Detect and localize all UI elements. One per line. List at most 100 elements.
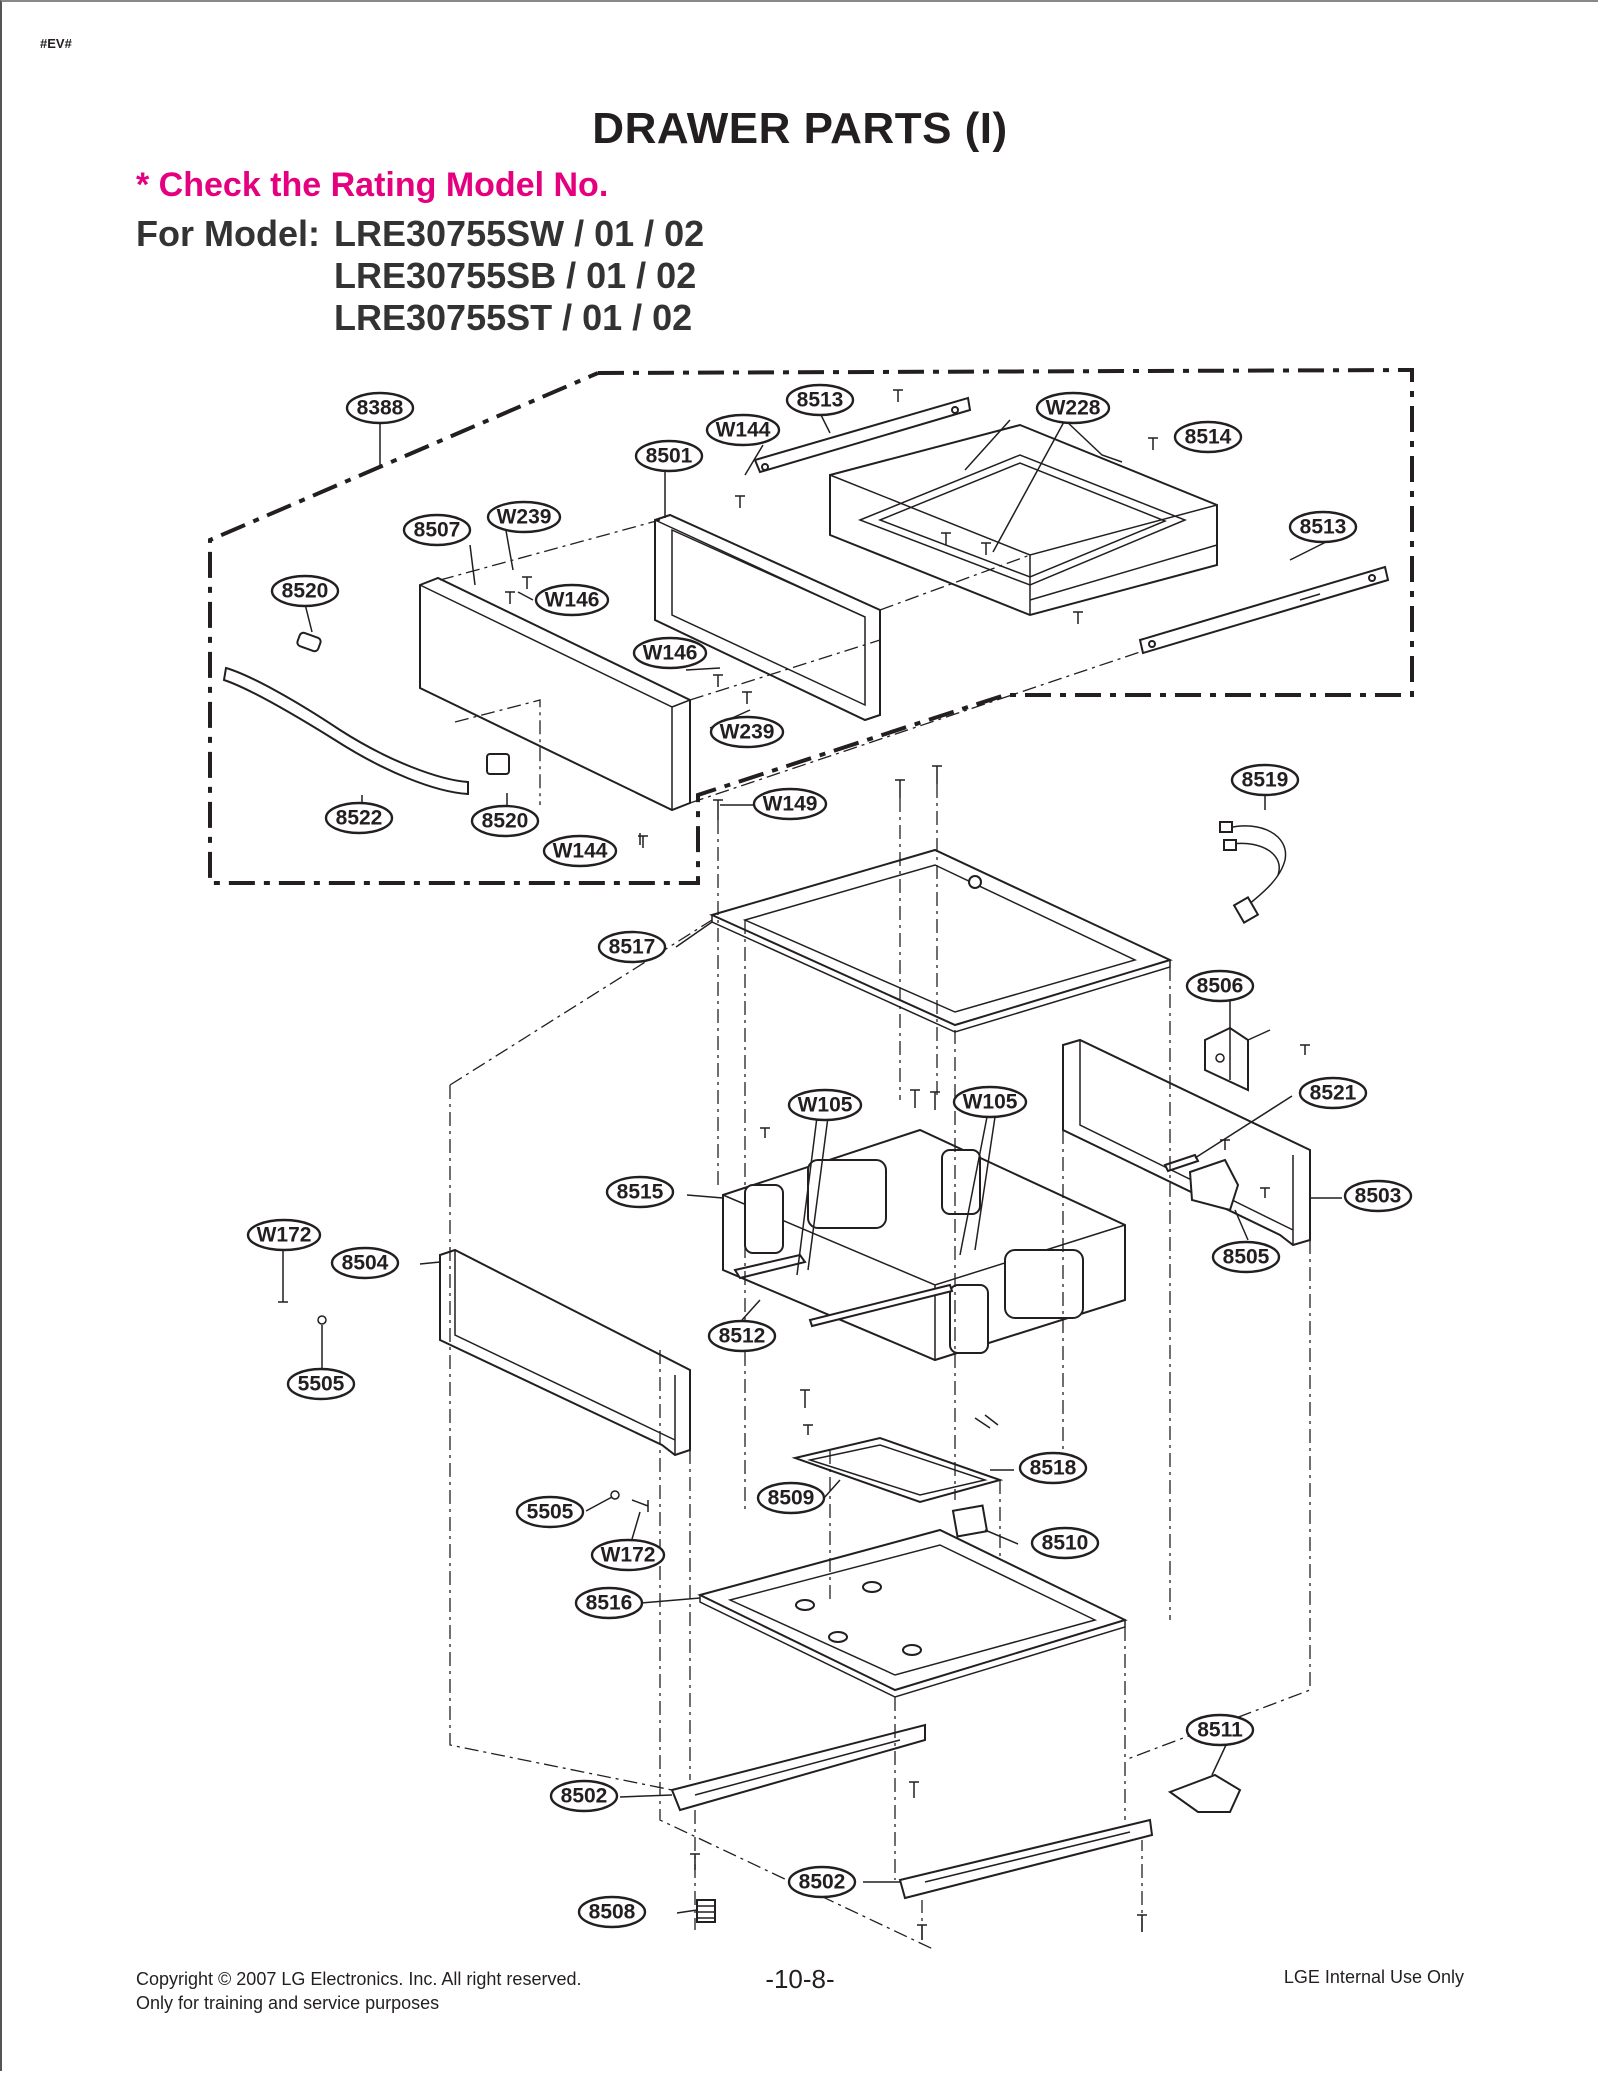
screw-icon	[522, 576, 532, 589]
screw-icon	[742, 691, 752, 704]
callout-w144: W144	[542, 834, 618, 868]
callout-8505: 8505	[1211, 1240, 1281, 1274]
purpose-text: Only for training and service purposes	[136, 1993, 440, 2013]
callout-8510: 8510	[1030, 1526, 1100, 1560]
callout-8511: 8511	[1185, 1713, 1255, 1747]
screw-icon	[909, 1781, 919, 1798]
svg-text:W146: W146	[545, 589, 600, 612]
svg-text:8517: 8517	[609, 936, 656, 959]
svg-text:8507: 8507	[414, 519, 461, 542]
copyright-text: Copyright © 2007 LG Electronics. Inc. Al…	[136, 1969, 582, 1989]
svg-text:8506: 8506	[1197, 975, 1244, 998]
svg-text:W172: W172	[601, 1544, 656, 1567]
top-cover-plate	[709, 848, 1173, 1033]
small-bracket	[1188, 1158, 1240, 1212]
callout-w172: W172	[590, 1538, 666, 1572]
svg-text:8508: 8508	[589, 1901, 636, 1924]
screw-icon	[910, 1089, 920, 1108]
screw-icon	[930, 1091, 940, 1110]
svg-text:8519: 8519	[1242, 769, 1289, 792]
svg-text:8515: 8515	[617, 1181, 664, 1204]
svg-text:8501: 8501	[646, 445, 693, 468]
right-side-bracket	[1062, 1038, 1311, 1247]
front-rail	[733, 1253, 954, 1328]
callout-w146: W146	[632, 636, 708, 670]
svg-text:W146: W146	[643, 642, 698, 665]
thermostat-part	[951, 1504, 989, 1538]
callout-8507: 8507	[402, 513, 472, 547]
screw-icon	[1260, 1187, 1270, 1198]
callout-8504: 8504	[330, 1246, 400, 1280]
screw-icon	[631, 1499, 649, 1512]
screw-icon	[735, 495, 745, 508]
svg-text:W105: W105	[798, 1094, 853, 1117]
washer-icon	[317, 1315, 327, 1325]
drawer-slide-rail	[753, 396, 972, 474]
callout-8513: 8513	[785, 383, 855, 417]
callout-8522: 8522	[324, 801, 394, 835]
svg-text:8503: 8503	[1355, 1185, 1402, 1208]
callout-8506: 8506	[1185, 969, 1255, 1003]
gasket-frame	[791, 1414, 1004, 1504]
model-number: LRE30755SW / 01 / 02	[334, 213, 705, 254]
callout-w105: W105	[787, 1088, 863, 1122]
page-number: -10-8-	[765, 1964, 835, 1994]
screw-icon	[800, 1389, 810, 1408]
screw-icon	[505, 591, 515, 604]
screw-icon	[895, 779, 905, 798]
model-number: LRE30755SB / 01 / 02	[334, 255, 697, 296]
svg-text:8514: 8514	[1185, 426, 1232, 449]
svg-text:5505: 5505	[298, 1373, 345, 1396]
leveling-foot	[696, 1899, 716, 1923]
svg-text:W144: W144	[553, 840, 608, 863]
bottom-rail	[898, 1818, 1154, 1900]
callout-w105: W105	[952, 1085, 1028, 1119]
screw-icon	[1073, 611, 1083, 624]
callout-8520: 8520	[470, 804, 540, 838]
callout-8516: 8516	[574, 1586, 644, 1620]
left-side-bracket	[439, 1248, 691, 1457]
svg-text:W105: W105	[963, 1091, 1018, 1114]
internal-use-label: LGE Internal Use Only	[1283, 1967, 1464, 1987]
washer-icon	[610, 1490, 620, 1500]
sensor-part	[1163, 1153, 1200, 1173]
svg-text:8388: 8388	[357, 397, 404, 420]
callout-8521: 8521	[1298, 1076, 1368, 1110]
callout-w239: W239	[486, 500, 562, 534]
svg-text:8518: 8518	[1030, 1457, 1077, 1480]
drawer-handle	[222, 631, 510, 796]
page-title: DRAWER PARTS (I)	[592, 104, 1008, 153]
callout-8512: 8512	[707, 1319, 777, 1353]
svg-text:8513: 8513	[797, 389, 844, 412]
svg-text:8521: 8521	[1310, 1082, 1357, 1105]
callout-8501: 8501	[634, 439, 704, 473]
callout-w144: W144	[705, 413, 781, 447]
callout-8515: 8515	[605, 1175, 675, 1209]
mounting-bracket	[1204, 1026, 1271, 1092]
drawer-inner-frame	[654, 513, 881, 722]
model-label: For Model:	[136, 213, 320, 254]
callout-8503: 8503	[1343, 1179, 1413, 1213]
svg-text:8502: 8502	[561, 1785, 608, 1808]
bottom-plate	[697, 1528, 1128, 1698]
callout-8502: 8502	[549, 1779, 619, 1813]
drawer-slide-rail	[1138, 565, 1390, 655]
svg-text:8510: 8510	[1042, 1532, 1089, 1555]
callout-8508: 8508	[577, 1895, 647, 1929]
svg-text:W149: W149	[763, 793, 818, 816]
svg-text:8520: 8520	[482, 810, 529, 833]
svg-text:W228: W228	[1046, 397, 1101, 420]
rating-note: * Check the Rating Model No.	[136, 166, 609, 204]
drawer-assembly-boundary	[208, 367, 1414, 885]
svg-text:8509: 8509	[768, 1487, 815, 1510]
callout-w172: W172	[246, 1218, 322, 1252]
footer-copyright-block: Copyright © 2007 LG Electronics. Inc. Al…	[136, 1967, 581, 2015]
svg-text:8511: 8511	[1197, 1719, 1243, 1742]
svg-text:W239: W239	[720, 721, 775, 744]
callout-w149: W149	[752, 787, 828, 821]
svg-text:8513: 8513	[1300, 516, 1347, 539]
bottom-rail	[670, 1723, 926, 1812]
drawer-tub	[829, 423, 1218, 617]
screw-icon	[932, 765, 942, 784]
screw-icon	[981, 542, 991, 555]
